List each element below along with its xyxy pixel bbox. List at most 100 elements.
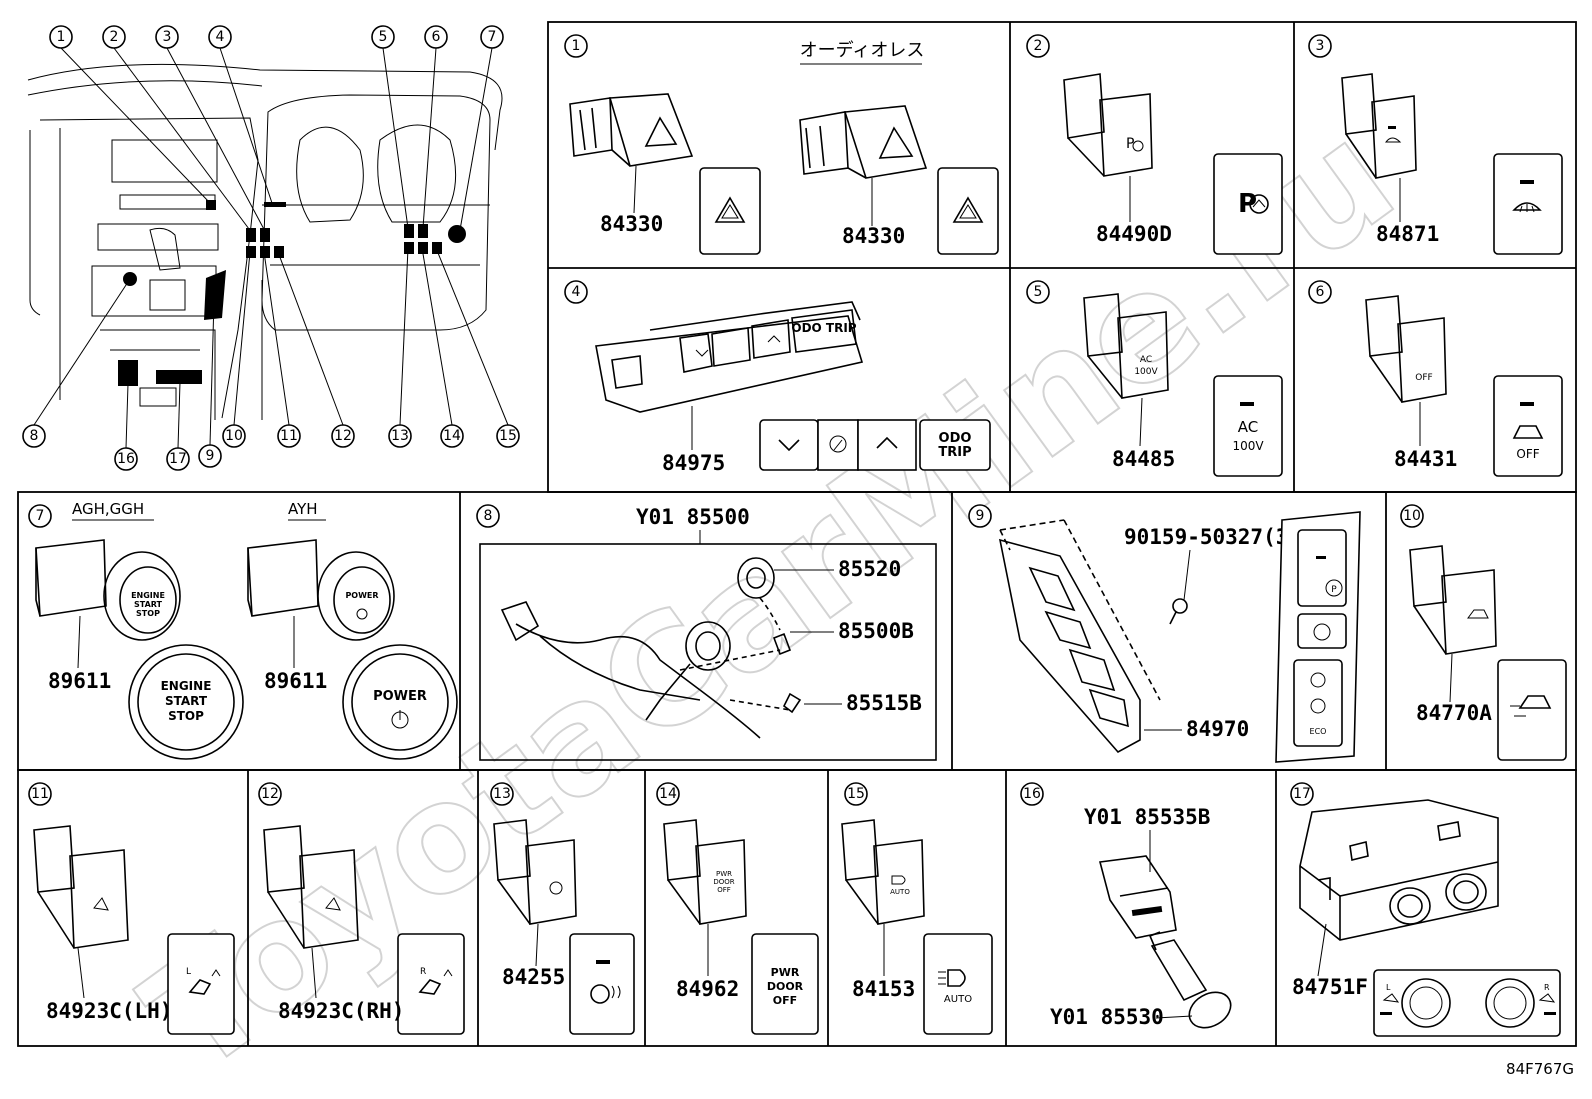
- key-steering-heater: [569, 933, 635, 1035]
- key-strip-84975: ODO TRIP: [759, 419, 991, 471]
- part-84770A: 84770A: [1416, 701, 1492, 725]
- variant-agh-ggh: AGH,GGH: [72, 500, 144, 518]
- switch-84975: [595, 301, 864, 413]
- key-ac-100v: AC 100V: [1213, 375, 1283, 477]
- switch-84970: [998, 519, 1161, 754]
- svg-text:3: 3: [163, 29, 172, 45]
- key-pre-collision: [1497, 659, 1567, 761]
- svg-text:AC: AC: [1238, 418, 1258, 436]
- overview-callout-13: 13: [388, 424, 412, 448]
- svg-text:9: 9: [206, 448, 215, 464]
- overview-callout-3: 3: [155, 25, 179, 49]
- key-pwr-door-off: PWR DOOR OFF: [751, 933, 819, 1035]
- panel-1-number: 1: [564, 34, 588, 58]
- key-up: [857, 419, 917, 471]
- svg-text:ECO: ECO: [1310, 727, 1327, 736]
- svg-text:POWER: POWER: [373, 689, 427, 704]
- part-84751F: 84751F: [1292, 975, 1368, 999]
- overview-callout-4: 4: [208, 25, 232, 49]
- svg-text:11: 11: [31, 786, 49, 802]
- dashboard-overview: 1 2 3 4 5 6 7 8 9 10 11 12 13 14 15 16 1…: [22, 25, 520, 471]
- button-power: POWER: [342, 644, 458, 760]
- part-89611-a: 89611: [48, 669, 111, 693]
- part-84490D: 84490D: [1096, 222, 1172, 246]
- part-85500B: 85500B: [838, 619, 914, 643]
- svg-text:13: 13: [493, 786, 511, 802]
- panel-3: 3 84871: [1308, 34, 1563, 255]
- svg-text:START: START: [134, 600, 163, 609]
- overview-callout-14: 14: [440, 424, 464, 448]
- svg-text:1: 1: [57, 29, 66, 45]
- svg-text:16: 16: [117, 451, 135, 467]
- svg-text:L: L: [1386, 983, 1391, 992]
- key-seat-heater-lh: L: [167, 933, 235, 1035]
- svg-text:R: R: [420, 967, 426, 977]
- assembly-y01-85500: Y01 85500: [636, 505, 750, 529]
- socket-assembly: [500, 557, 802, 739]
- svg-text:14: 14: [659, 786, 677, 802]
- svg-text:OFF: OFF: [1516, 447, 1539, 461]
- panel-13-number: 13: [490, 782, 514, 806]
- part-84153: 84153: [852, 977, 915, 1001]
- switch-84330-a: [569, 93, 694, 167]
- key-rear-defogger: [1493, 153, 1563, 255]
- part-84970: 84970: [1186, 717, 1249, 741]
- svg-text:1: 1: [572, 38, 581, 54]
- switch-84962: [663, 819, 747, 925]
- switch-84330-b: [799, 105, 928, 179]
- svg-text:12: 12: [261, 786, 279, 802]
- part-y01-85530: Y01 85530: [1050, 1005, 1164, 1029]
- button-engine-start-stop: ENGINE START STOP: [128, 644, 244, 760]
- svg-text:PWR: PWR: [716, 870, 732, 878]
- switch-84490D: [1063, 73, 1153, 177]
- part-90159-50327: 90159-50327(3): [1124, 525, 1301, 549]
- part-84485: 84485: [1112, 447, 1175, 471]
- switch-84255: [493, 819, 577, 925]
- svg-text:DOOR: DOOR: [713, 878, 734, 886]
- part-y01-85535B: Y01 85535B: [1084, 805, 1210, 829]
- panel-4-number: 4: [564, 280, 588, 304]
- svg-text:7: 7: [488, 29, 497, 45]
- panel-13: 13 84255: [490, 782, 635, 1035]
- key-strip-84751F: L R: [1373, 969, 1561, 1037]
- mini-odo-trip: ODO TRIP: [791, 321, 856, 335]
- svg-text:2: 2: [1034, 38, 1043, 54]
- svg-text:ENGINE: ENGINE: [161, 679, 212, 693]
- svg-text:16: 16: [1023, 786, 1041, 802]
- panel-7-number: 7: [28, 504, 52, 528]
- switch-84153: [841, 819, 925, 925]
- svg-text:OFF: OFF: [1415, 373, 1432, 383]
- key-hazard-a: [699, 167, 761, 255]
- svg-text:ENGINE: ENGINE: [131, 591, 165, 600]
- svg-text:7: 7: [36, 508, 45, 524]
- svg-text:100V: 100V: [1134, 367, 1158, 377]
- key-seat-heater-rh: R: [397, 933, 465, 1035]
- part-84255: 84255: [502, 965, 565, 989]
- panel-1-caption: オーディオレス: [800, 40, 925, 61]
- key-odo-trip: [919, 419, 991, 471]
- overview-callout-7: 7: [480, 25, 504, 49]
- panel-17: 17 84751F L R: [1290, 782, 1561, 1037]
- svg-text:POWER: POWER: [345, 591, 378, 600]
- part-84330-a: 84330: [600, 212, 663, 236]
- part-84962: 84962: [676, 977, 739, 1001]
- svg-text:15: 15: [847, 786, 865, 802]
- overview-callout-6: 6: [424, 25, 448, 49]
- overview-callout-15: 15: [496, 424, 520, 448]
- svg-text:17: 17: [169, 451, 187, 467]
- panel-17-number: 17: [1290, 782, 1314, 806]
- svg-text:9: 9: [976, 508, 985, 524]
- panel-6: 6 OFF OFF 84431: [1308, 280, 1563, 477]
- svg-text:TRIP: TRIP: [938, 445, 971, 460]
- svg-text:P: P: [1331, 585, 1337, 595]
- panel-12-number: 12: [258, 782, 282, 806]
- svg-text:4: 4: [216, 29, 225, 45]
- svg-text:OFF: OFF: [717, 886, 731, 894]
- svg-text:13: 13: [391, 428, 409, 444]
- panel-11-number: 11: [28, 782, 52, 806]
- svg-text:3: 3: [1316, 38, 1325, 54]
- panel-12: 12 R 84923C(RH): [258, 782, 465, 1035]
- part-89611-b: 89611: [264, 669, 327, 693]
- part-85520: 85520: [838, 557, 901, 581]
